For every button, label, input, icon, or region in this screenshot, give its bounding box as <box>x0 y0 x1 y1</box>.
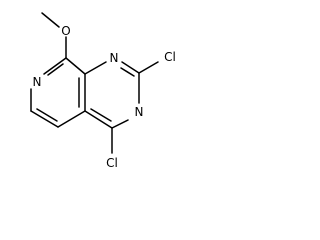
atom-label-n3: N <box>135 105 144 119</box>
bond-c6-c5-double <box>36 108 58 122</box>
bond-n1-c2-double <box>120 67 135 77</box>
molecule-structure: O N N N Cl Cl <box>30 12 176 170</box>
atom-label-n7: N <box>33 75 42 89</box>
bond-c8-n7-double <box>47 63 64 76</box>
bond-c4-c4a <box>84 110 113 129</box>
bond-c8a-n1 <box>84 61 107 75</box>
bond-c5-c4a <box>57 110 86 128</box>
bond-n1-c2 <box>121 61 140 74</box>
bond-c4-c4a-double <box>90 108 112 122</box>
bond-c6-c5 <box>30 110 59 128</box>
bond-c8-n7 <box>43 57 67 75</box>
atom-label-oxygen: O <box>61 24 70 38</box>
bond-methyl-o <box>41 12 60 28</box>
bond-n3-c4 <box>111 119 129 129</box>
bond-c2-cl <box>138 61 159 74</box>
atom-label-cl-c2: Cl <box>164 50 176 64</box>
bonds <box>30 12 159 154</box>
atom-labels: O N N N Cl Cl <box>33 24 176 170</box>
structure-canvas: O N N N Cl Cl <box>30 12 176 170</box>
atom-label-cl-c4: Cl <box>106 156 118 170</box>
bond-c8a-c8 <box>65 57 86 75</box>
atom-label-n1: N <box>110 51 119 65</box>
